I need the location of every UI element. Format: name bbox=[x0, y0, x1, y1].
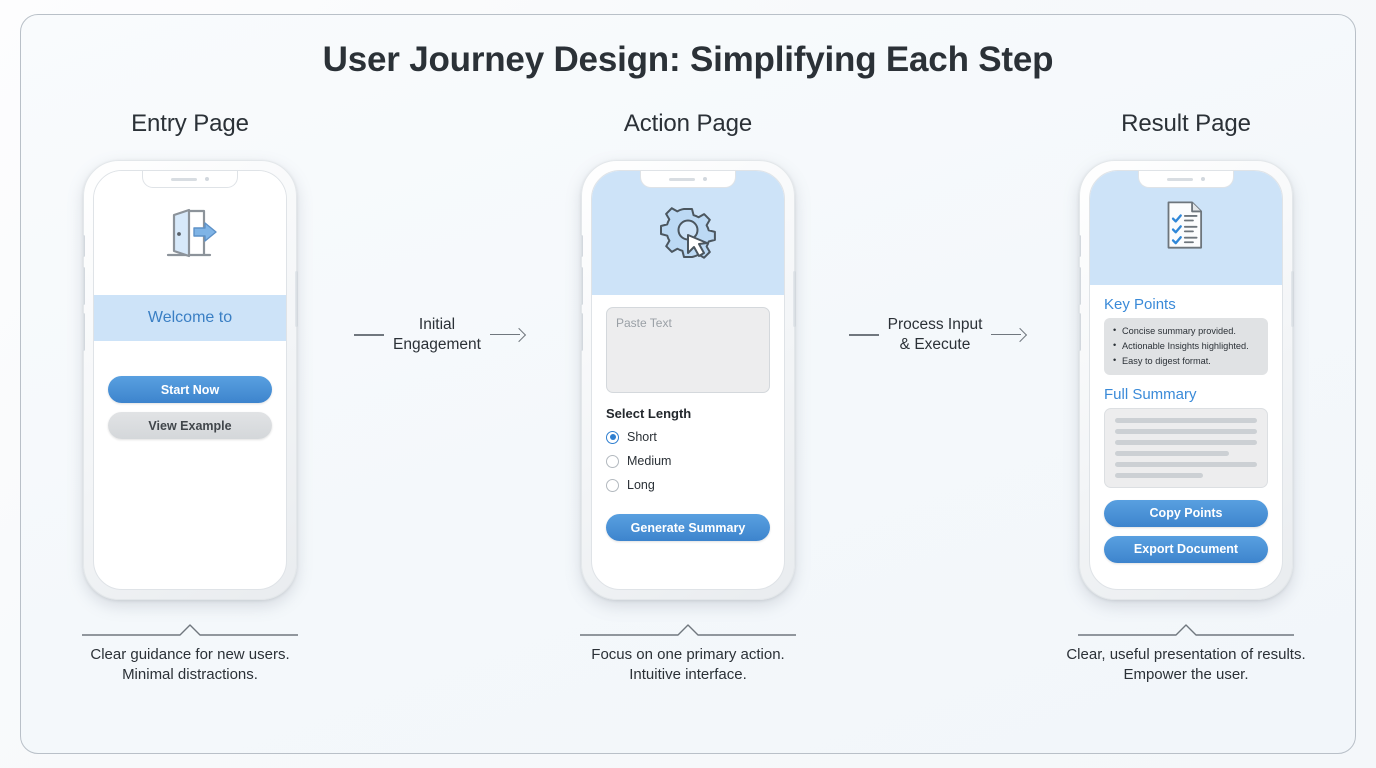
summary-line bbox=[1115, 472, 1204, 478]
caret-brace-entry bbox=[82, 624, 298, 636]
radio-icon-long[interactable] bbox=[606, 478, 619, 492]
phone-mute-switch bbox=[1078, 235, 1081, 257]
step-heading-result: Result Page bbox=[1121, 110, 1251, 137]
radio-label-long: Long bbox=[627, 478, 655, 492]
step-action-page: Action Page bbox=[538, 110, 838, 685]
radio-option-medium[interactable]: Medium bbox=[606, 449, 770, 473]
key-point-item: Concise summary provided. bbox=[1113, 323, 1259, 339]
connector-label-1: Initial Engagement bbox=[393, 316, 481, 353]
welcome-banner: Welcome to bbox=[94, 295, 286, 341]
start-now-button[interactable]: Start Now bbox=[108, 376, 272, 403]
phone-power-button bbox=[793, 271, 796, 327]
key-points-list: Concise summary provided. Actionable Ins… bbox=[1104, 318, 1268, 375]
front-camera-icon bbox=[205, 177, 209, 181]
result-actions: Copy Points Export Document bbox=[1090, 488, 1282, 563]
summary-line bbox=[1115, 428, 1257, 434]
front-camera-icon bbox=[1201, 177, 1205, 181]
step-caption-result: Clear, useful presentation of results. E… bbox=[1066, 646, 1306, 683]
step-heading-action: Action Page bbox=[623, 110, 753, 137]
action-hero bbox=[592, 171, 784, 295]
summary-line bbox=[1115, 450, 1229, 456]
caption-block-result: Clear, useful presentation of results. E… bbox=[1066, 622, 1306, 685]
result-hero bbox=[1090, 171, 1282, 285]
full-summary-placeholder bbox=[1104, 407, 1268, 488]
step-result-page: Result Page bbox=[1036, 110, 1336, 685]
arrow-right-icon bbox=[991, 329, 1025, 341]
summary-line bbox=[1115, 417, 1257, 423]
phone-screen-entry: Welcome to Start Now View Example bbox=[93, 170, 287, 590]
radio-icon-medium[interactable] bbox=[606, 454, 619, 468]
document-checklist-icon bbox=[1154, 196, 1218, 260]
step-caption-entry: Clear guidance for new users. Minimal di… bbox=[90, 646, 290, 683]
phone-screen-action: Paste Text Select Length Short Medium Lo… bbox=[591, 170, 785, 590]
phone-power-button bbox=[1291, 271, 1294, 327]
radio-option-long[interactable]: Long bbox=[606, 473, 770, 497]
view-example-button[interactable]: View Example bbox=[108, 412, 272, 439]
radio-option-short[interactable]: Short bbox=[606, 425, 770, 449]
radio-icon-short[interactable] bbox=[606, 430, 619, 444]
phone-volume-up-button bbox=[580, 267, 583, 305]
phone-mockup-action: Paste Text Select Length Short Medium Lo… bbox=[580, 160, 796, 600]
phone-notch bbox=[640, 171, 736, 188]
summary-line bbox=[1115, 439, 1257, 445]
earpiece-speaker-icon bbox=[1167, 177, 1193, 181]
radio-label-short: Short bbox=[627, 430, 657, 444]
connector-initial-engagement: Initial Engagement bbox=[344, 110, 534, 355]
step-heading-entry: Entry Page bbox=[131, 110, 249, 137]
step-caption-action: Focus on one primary action. Intuitive i… bbox=[591, 646, 785, 683]
phone-mockup-entry: Welcome to Start Now View Example bbox=[82, 160, 298, 600]
key-points-heading: Key Points bbox=[1104, 296, 1176, 313]
front-camera-icon bbox=[703, 177, 707, 181]
entry-hero bbox=[94, 171, 286, 295]
select-length-label: Select Length bbox=[606, 406, 692, 421]
gear-cursor-icon bbox=[656, 201, 720, 265]
phone-mockup-result: Key Points Concise summary provided. Act… bbox=[1078, 160, 1294, 600]
phone-mute-switch bbox=[580, 235, 583, 257]
phone-power-button bbox=[295, 271, 298, 327]
earpiece-speaker-icon bbox=[171, 177, 197, 181]
connector-line-left bbox=[848, 334, 879, 336]
export-document-button[interactable]: Export Document bbox=[1104, 535, 1268, 563]
page-title: User Journey Design: Simplifying Each St… bbox=[322, 40, 1054, 79]
arrow-right-icon bbox=[489, 329, 524, 341]
earpiece-speaker-icon bbox=[669, 177, 695, 181]
entry-actions: Start Now View Example bbox=[94, 341, 286, 439]
copy-points-button[interactable]: Copy Points bbox=[1104, 499, 1268, 527]
steps-row: Entry Page bbox=[40, 110, 1336, 685]
phone-volume-down-button bbox=[1078, 313, 1081, 351]
phone-screen-result: Key Points Concise summary provided. Act… bbox=[1089, 170, 1283, 590]
key-point-item: Actionable Insights highlighted. bbox=[1113, 338, 1259, 354]
connector-label-2: Process Input & Execute bbox=[887, 316, 983, 353]
phone-volume-up-button bbox=[82, 267, 85, 305]
full-summary-heading: Full Summary bbox=[1104, 385, 1197, 403]
caret-brace-action bbox=[580, 624, 796, 636]
caption-block-action: Focus on one primary action. Intuitive i… bbox=[578, 622, 798, 685]
connector-process-input: Process Input & Execute bbox=[842, 110, 1032, 355]
paste-text-input[interactable]: Paste Text bbox=[606, 307, 770, 393]
phone-volume-down-button bbox=[82, 313, 85, 351]
phone-mute-switch bbox=[82, 235, 85, 257]
key-point-item: Easy to digest format. bbox=[1113, 353, 1259, 369]
caret-brace-result bbox=[1077, 624, 1294, 636]
summary-line bbox=[1115, 461, 1257, 467]
connector-line-left bbox=[354, 334, 385, 336]
phone-notch bbox=[142, 171, 238, 188]
open-door-exit-icon bbox=[158, 201, 222, 265]
phone-volume-up-button bbox=[1078, 267, 1081, 305]
generate-summary-button[interactable]: Generate Summary bbox=[606, 514, 770, 541]
action-actions: Generate Summary bbox=[592, 497, 784, 541]
phone-volume-down-button bbox=[580, 313, 583, 351]
radio-label-medium: Medium bbox=[627, 454, 672, 468]
phone-notch bbox=[1138, 171, 1234, 188]
step-entry-page: Entry Page bbox=[40, 110, 340, 685]
caption-block-entry: Clear guidance for new users. Minimal di… bbox=[80, 622, 300, 685]
